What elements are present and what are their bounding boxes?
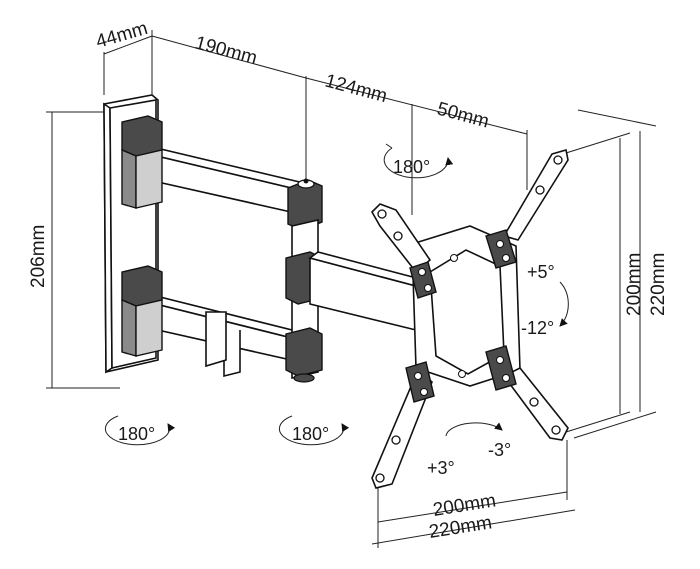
dim-arm-second: 124mm <box>323 71 390 108</box>
dim-arm-third: 50mm <box>435 99 491 133</box>
rotation-arrows <box>104 143 569 446</box>
rotation-tilt-up: +5° <box>527 262 555 282</box>
rotation-swivel-left: +3° <box>427 458 455 478</box>
dim-vesa-vertical-outer: 220mm <box>648 253 669 316</box>
vesa-plate <box>371 148 569 489</box>
rotation-wall-bottom: 180° <box>118 424 155 444</box>
rotation-top-joint: 180° <box>393 157 430 177</box>
dim-height-left: 206mm <box>28 225 49 288</box>
rotation-middle-bottom: 180° <box>292 424 329 444</box>
lower-arm <box>121 218 323 383</box>
dimension-lines <box>46 30 657 548</box>
dim-arm-total: 190mm <box>193 33 260 70</box>
rotation-tilt-down: -12° <box>521 318 554 338</box>
upper-arm <box>121 115 323 231</box>
rotation-swivel-right: -3° <box>488 440 511 460</box>
dim-vesa-vertical-inner: 200mm <box>624 253 645 316</box>
extension-arm <box>308 251 426 332</box>
